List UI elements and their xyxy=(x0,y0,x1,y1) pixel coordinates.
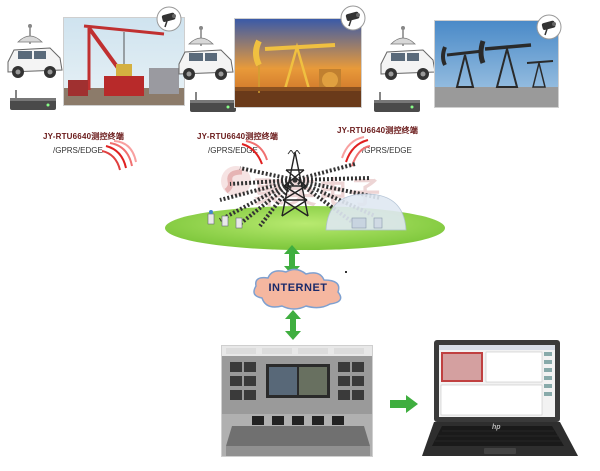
camera-icon xyxy=(536,14,562,40)
right-arrow-icon xyxy=(390,395,418,413)
suv-vehicle-icon xyxy=(178,26,234,80)
station-2-model-label: JY-RTU6640测控终端 xyxy=(197,132,279,141)
scene-pumpjack-field xyxy=(434,20,559,108)
station-3-net-label: /GPRS/EDGE xyxy=(362,146,412,155)
watermark-logo xyxy=(221,166,251,196)
facility-dome xyxy=(325,193,407,231)
station-1-model-label: JY-RTU6640测控终端 xyxy=(43,132,125,141)
rtu-device-icon xyxy=(374,92,420,112)
suv-vehicle-icon xyxy=(7,24,63,78)
double-arrow-icon xyxy=(284,245,300,275)
signal-waves-icon xyxy=(102,140,137,171)
station-3-model-label: JY-RTU6640测控终端 xyxy=(337,126,419,135)
suv-vehicle-icon xyxy=(380,26,436,80)
radio-tower-icon xyxy=(281,151,309,217)
scene-crane-rig xyxy=(63,17,185,106)
internet-label: INTERNET xyxy=(268,282,328,294)
camera-icon xyxy=(340,5,366,31)
signal-waves-icon xyxy=(241,140,268,165)
rtu-device-icon xyxy=(207,213,243,229)
double-arrow-icon xyxy=(285,310,301,340)
scene-pumpjack-sunset xyxy=(234,18,362,108)
rtu-device-icon xyxy=(190,92,236,112)
control-room-photo xyxy=(221,345,373,457)
laptop-icon xyxy=(422,340,578,456)
rtu-device-icon xyxy=(10,90,56,110)
station-2-net-label: /GPRS/EDGE xyxy=(208,146,258,155)
camera-icon xyxy=(156,6,182,32)
dot-marker xyxy=(345,271,347,273)
laptop-brand: hp xyxy=(492,424,501,431)
internet-cloud xyxy=(253,268,342,310)
network-hub xyxy=(165,150,445,250)
station-1-net-label: /GPRS/EDGE xyxy=(53,146,103,155)
